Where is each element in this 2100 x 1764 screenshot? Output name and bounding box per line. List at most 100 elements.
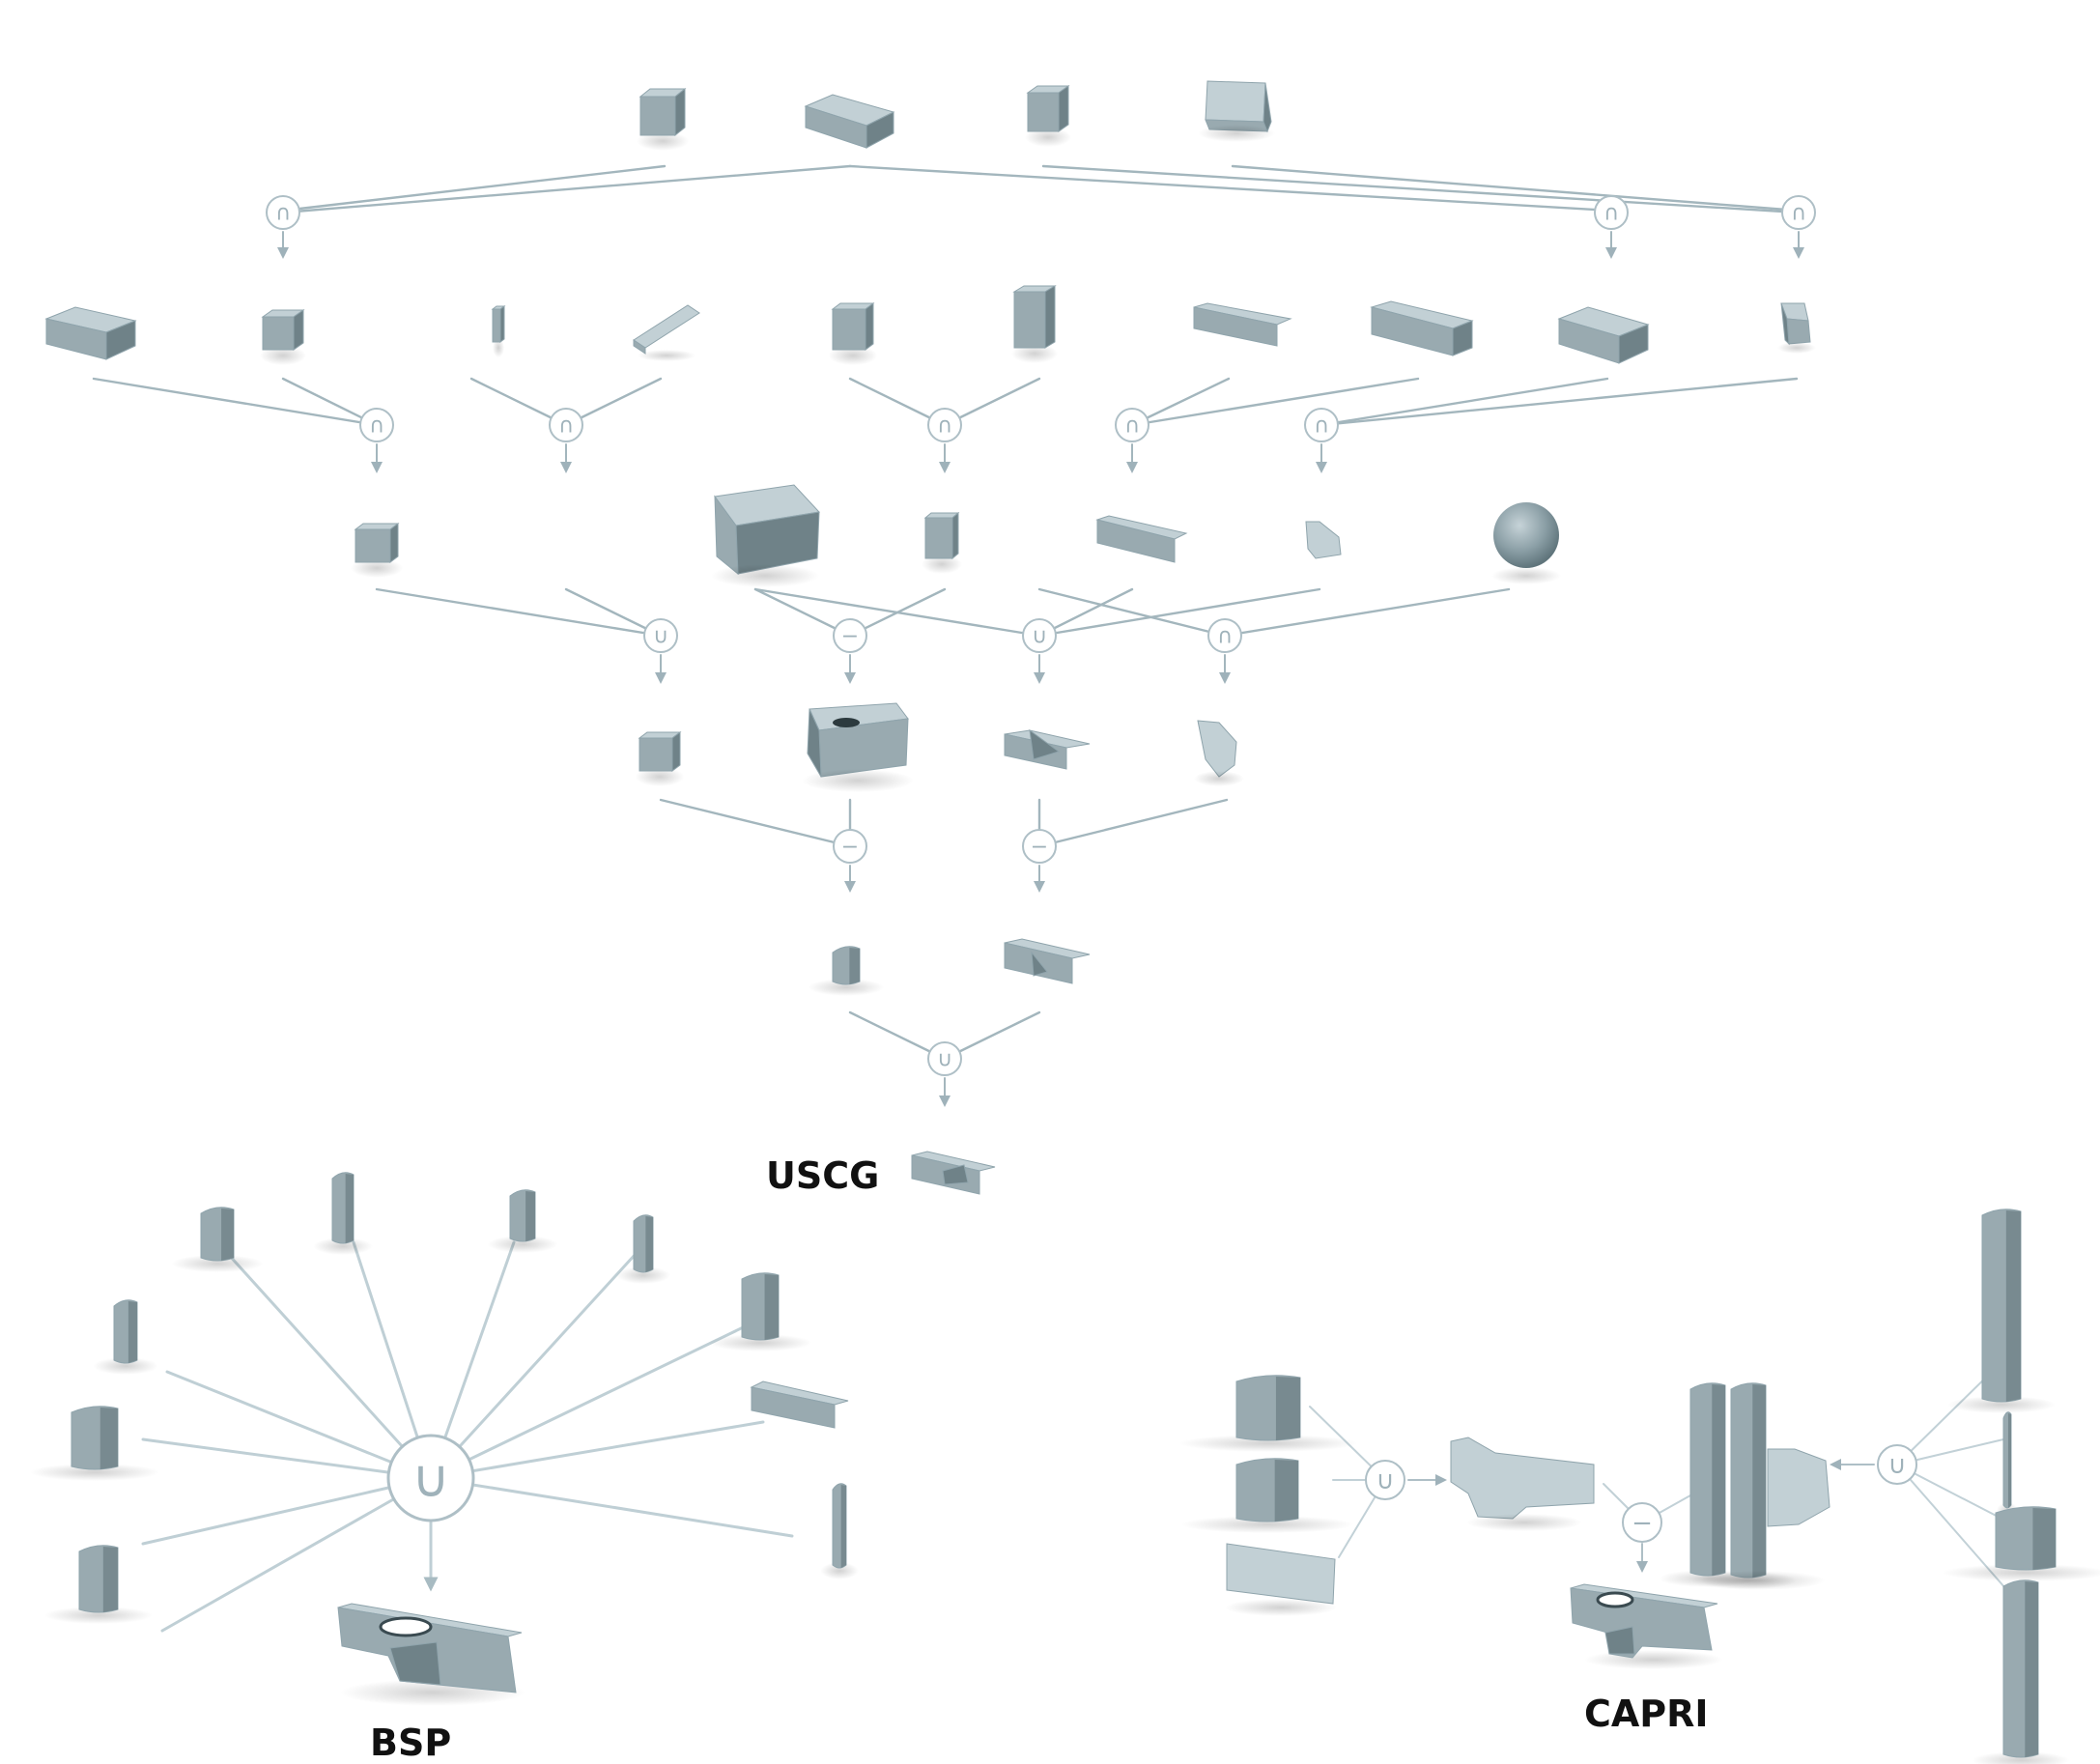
bsp-in-4 (633, 1214, 654, 1273)
bsp-union-node: ∪ (386, 1434, 475, 1522)
shape-shadow (1777, 342, 1816, 354)
shape-shadow (616, 1266, 670, 1284)
shape-shadow (708, 1334, 812, 1351)
capri-union-left-symbol: ∪ (1376, 1466, 1394, 1495)
shape-shadow (635, 767, 685, 786)
shape-shadow (1011, 344, 1058, 363)
shape-shadow (638, 350, 695, 361)
uscg-l3-shape-3 (1004, 728, 1091, 770)
edge-l1 (848, 377, 947, 427)
edge-l3 (1037, 798, 1229, 848)
uscg-l2-sphere (1493, 502, 1559, 568)
uscg-op-l1-4-symbol: ∩ (1124, 414, 1140, 439)
uscg-op-l0-2-symbol: ∩ (1603, 202, 1619, 226)
edge-l1 (92, 377, 379, 427)
primitive-shapes (29, 80, 2100, 1764)
shape-shadow (1180, 1516, 1354, 1533)
uscg-l1-shape-7 (1193, 302, 1292, 347)
bsp-input-line-10 (429, 1420, 765, 1480)
bsp-in-8 (750, 1380, 849, 1429)
connector-lines (92, 164, 2020, 1633)
edge-l1 (1130, 377, 1231, 427)
edge-l2 (1037, 587, 1321, 638)
shape-shadow (1491, 567, 1561, 584)
shape-shadow (1584, 1650, 1723, 1669)
shape-shadow (493, 338, 504, 357)
uscg-l4-shape-1 (832, 946, 861, 985)
uscg-op-l2-4: ∩ (1207, 618, 1242, 653)
shape-shadow (1972, 1751, 2070, 1764)
uscg-op-l0-3-symbol: ∩ (1791, 202, 1806, 226)
uscg-l2-shape-2 (714, 484, 821, 576)
shape-shadow (637, 131, 689, 151)
uscg-op-l1-4: ∩ (1115, 408, 1149, 442)
uscg-l3-shape-1 (638, 731, 682, 772)
uscg-l1-shape-6 (1012, 285, 1057, 349)
capri-r-in-3 (1995, 1506, 2057, 1571)
uscg-op-l2-2: − (833, 618, 867, 653)
uscg-result-shape (911, 1151, 996, 1195)
bsp-label: BSP (370, 1721, 452, 1764)
shape-shadow (260, 346, 306, 365)
shape-shadow (93, 1357, 158, 1375)
shape-shadow (1178, 1435, 1358, 1452)
edge-l1 (1320, 377, 1609, 427)
shape-shadow (487, 1236, 558, 1253)
uscg-l1-shape-5 (831, 302, 875, 351)
capri-union-left-result (1450, 1437, 1595, 1520)
uscg-l2-shape-1 (354, 523, 400, 563)
uscg-op-l1-2-symbol: ∩ (558, 414, 574, 439)
shape-shadow (1198, 125, 1275, 142)
capri-subtract: − (1622, 1502, 1662, 1543)
uscg-op-l1-1-symbol: ∩ (369, 414, 384, 439)
bsp-input-line-5 (226, 1252, 433, 1480)
uscg-label: USCG (766, 1154, 880, 1197)
bsp-input-line-9 (429, 1316, 765, 1480)
uscg-op-l0-1: ∩ (266, 195, 300, 230)
capri-subtract-symbol: − (1632, 1509, 1653, 1538)
shape-shadow (29, 1464, 160, 1481)
capri-in-1 (1235, 1375, 1301, 1441)
edge-l1 (469, 377, 568, 427)
uscg-l1-shape-4 (633, 304, 700, 355)
bsp-union-node-symbol: ∪ (411, 1448, 450, 1509)
shape-shadow (1194, 771, 1244, 786)
capri-r-in-1 (1981, 1209, 2022, 1403)
bsp-input-line-2 (141, 1437, 433, 1480)
edge-l1 (1320, 377, 1799, 427)
uscg-op-l0-2: ∩ (1594, 195, 1629, 230)
uscg-l2-shape-5 (1305, 521, 1342, 559)
edge-l0 (848, 164, 1613, 213)
uscg-op-l2-3: ∪ (1022, 618, 1057, 653)
shape-shadow (828, 346, 878, 365)
capri-r-in-4 (2002, 1579, 2039, 1758)
shape-shadow (313, 1238, 373, 1255)
shape-shadow (44, 1607, 153, 1624)
uscg-l1-shape-10 (1780, 302, 1811, 346)
uscg-l2-shape-3 (923, 511, 960, 560)
capri-union-right: ∪ (1877, 1444, 1917, 1485)
uscg-l3-shape-2 (807, 702, 909, 778)
shape-shadow (802, 769, 914, 792)
shape-shadow (1942, 1564, 2100, 1581)
bsp-input-line-3 (141, 1476, 433, 1546)
bsp-input-line-8 (429, 1252, 638, 1480)
uscg-l1-shape-8 (1370, 300, 1474, 356)
bsp-in-7 (71, 1406, 119, 1470)
edge-l2 (1037, 587, 1227, 638)
uscg-op-l4-1: ∪ (927, 1041, 962, 1076)
capri-in-3 (1226, 1543, 1336, 1605)
shape-shadow (171, 1255, 264, 1272)
shape-shadow (1466, 1514, 1582, 1531)
edge-l2 (753, 587, 1041, 638)
bsp-in-10 (832, 1483, 847, 1569)
edge-l2 (1223, 587, 1511, 638)
capri-in-2 (1235, 1458, 1299, 1522)
capri-r-in-2 (2002, 1411, 2012, 1509)
uscg-op-l1-5: ∩ (1304, 408, 1339, 442)
uscg-l1-shape-1 (44, 306, 137, 360)
edge-l1 (1130, 377, 1420, 427)
edge-l3 (659, 798, 852, 848)
bsp-result-hole (379, 1616, 433, 1637)
